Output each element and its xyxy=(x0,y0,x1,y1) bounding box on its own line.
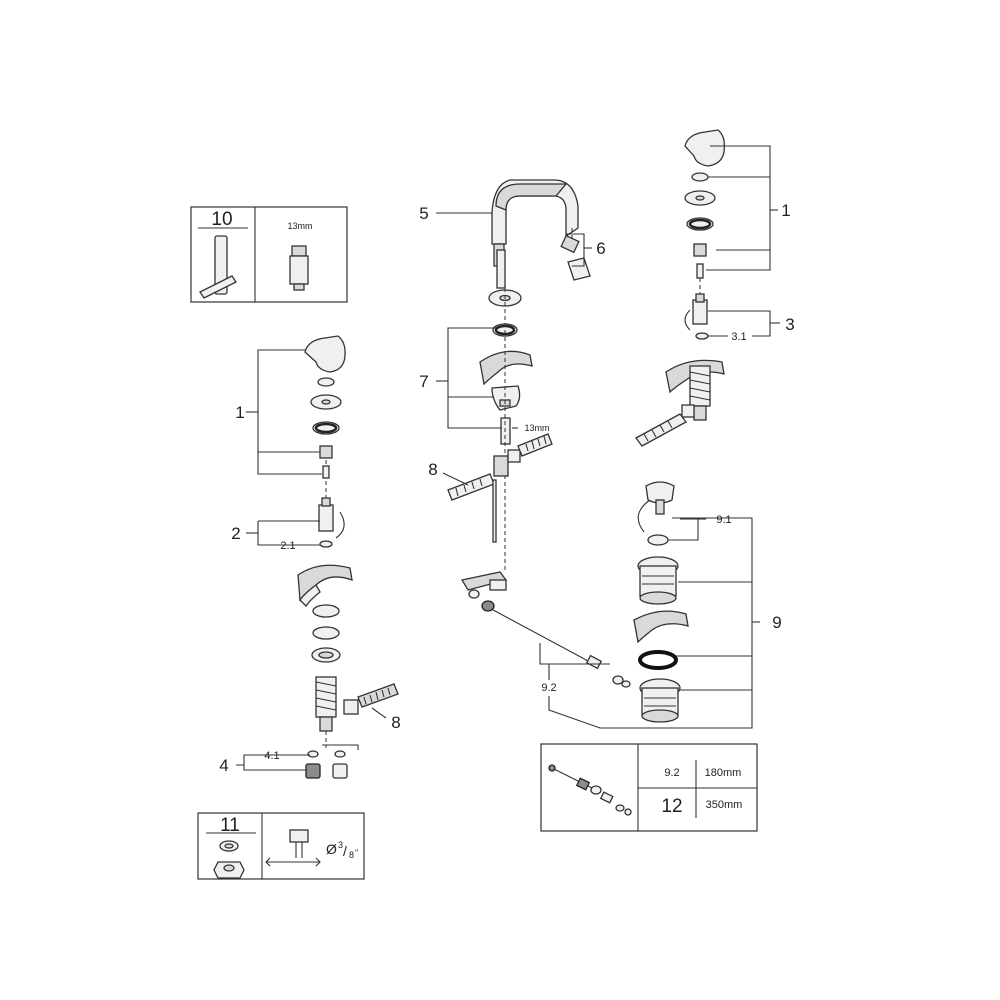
callout-4-1: 4.1 xyxy=(264,750,279,762)
box-11-slash: / xyxy=(343,843,347,859)
right-leaders xyxy=(706,145,780,337)
drain-body-lower-icon xyxy=(639,678,681,723)
table-row-1-length: 180mm xyxy=(705,767,742,779)
drain-seal xyxy=(647,534,669,546)
aerator-icon xyxy=(560,234,591,281)
box-11-number: 11 xyxy=(220,815,240,836)
center-tee-connector-icon xyxy=(493,449,521,477)
callout-1-right: 1 xyxy=(781,201,790,220)
box-11-diameter-unit: " xyxy=(355,848,358,858)
callout-9-2: 9.2 xyxy=(541,682,556,694)
box-10-size: 13mm xyxy=(287,221,312,231)
center-hose-left-icon xyxy=(447,473,495,501)
left-nut-icon xyxy=(305,750,348,779)
left-washer-2 xyxy=(312,626,340,640)
center-spout-assembly xyxy=(447,179,591,570)
box-11-diameter-denominator: 8 xyxy=(349,850,354,860)
drain-leaders xyxy=(539,517,760,729)
callout-8-left: 8 xyxy=(391,713,400,732)
left-lever-handle-icon xyxy=(304,335,346,373)
box-11-diameter-numerator: 3 xyxy=(338,840,343,850)
left-hose-icon xyxy=(343,683,399,715)
right-threaded-body-icon xyxy=(689,365,711,421)
left-washer-1 xyxy=(312,604,340,618)
callout-8-center: 8 xyxy=(428,460,437,479)
drain-body-upper-icon xyxy=(637,556,679,605)
right-cartridge-icon xyxy=(684,293,708,331)
box-11-diameter-symbol: Ø xyxy=(326,841,337,857)
pipe-diameter-icon xyxy=(265,829,321,867)
left-o-ring-2-1 xyxy=(319,540,333,548)
right-handle-assembly xyxy=(635,129,726,447)
drain-plug-icon xyxy=(637,481,675,533)
dimension-13mm-center: 13mm xyxy=(524,423,549,433)
rod-length-table-illustration xyxy=(548,764,632,816)
lift-rod xyxy=(492,479,497,543)
callout-2-1: 2.1 xyxy=(280,540,295,552)
spout-stud xyxy=(496,249,506,289)
left-cartridge-icon xyxy=(318,497,345,539)
left-adapter xyxy=(319,445,333,459)
right-hose-icon xyxy=(635,404,695,447)
socket-tool-icon xyxy=(289,245,309,291)
callout-9: 9 xyxy=(772,613,781,632)
table-row-1-part: 9.2 xyxy=(664,767,679,779)
left-o-ring-small xyxy=(317,377,335,387)
drain-gasket xyxy=(638,650,678,670)
callout-2: 2 xyxy=(231,524,240,543)
right-adapter xyxy=(693,243,707,257)
callout-3: 3 xyxy=(785,315,794,334)
box-10-number: 10 xyxy=(211,209,232,230)
right-o-ring-small xyxy=(691,172,709,182)
center-deck-section xyxy=(479,350,533,386)
left-threaded-body-icon xyxy=(315,676,337,732)
pop-up-rod-icon xyxy=(460,571,631,688)
left-leaders xyxy=(236,349,387,771)
callout-4: 4 xyxy=(219,756,228,775)
center-leaders xyxy=(436,212,592,486)
rod-length-table: 9.2 180mm 12 350mm xyxy=(540,743,758,832)
wrench-tool-icon xyxy=(199,235,237,299)
callout-3-1: 3.1 xyxy=(731,331,746,343)
right-screw xyxy=(696,263,704,279)
callout-1-left: 1 xyxy=(235,403,244,422)
tool-box-10: 10 13mm xyxy=(190,206,348,303)
drain-assembly xyxy=(460,481,689,723)
right-o-ring-3-1 xyxy=(695,332,709,340)
callout-7: 7 xyxy=(419,372,428,391)
callout-6: 6 xyxy=(596,239,605,258)
center-hose-right-icon xyxy=(517,433,553,457)
box-11: 11 Ø 3 / 8 " xyxy=(197,812,365,880)
left-screw xyxy=(322,465,330,479)
table-row-2-part: 12 xyxy=(661,796,682,817)
table-row-2-length: 350mm xyxy=(706,799,743,811)
callout-5: 5 xyxy=(419,204,428,223)
callout-9-1: 9.1 xyxy=(716,514,731,526)
right-lever-handle-icon xyxy=(684,129,726,167)
left-handle-assembly xyxy=(297,335,399,779)
drain-deck-section xyxy=(633,610,689,644)
compression-ring-icon xyxy=(213,840,245,879)
spout-bracket-icon xyxy=(491,385,521,411)
